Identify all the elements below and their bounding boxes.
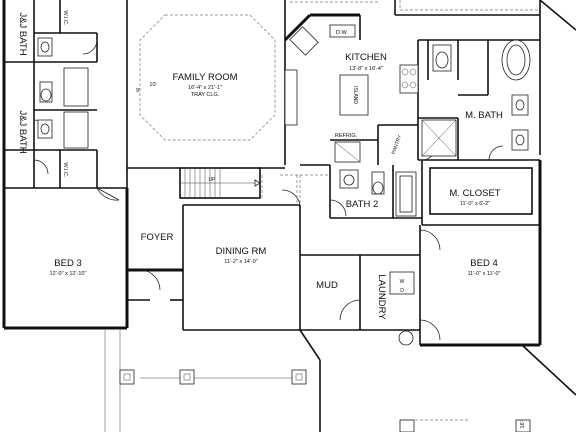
wic-mid-label: W.I.C. [62,163,68,178]
counter-left [284,69,298,126]
porch-column [179,369,195,385]
family-room-name: FAMILY ROOM [172,72,237,83]
staircase [180,168,261,198]
range [399,64,419,94]
family-room-dims: 16'-4" x 21'-1" [188,85,222,91]
room-labels: FAMILY ROOM 16'-4" x 21'-1" TRAY CLG. 9'… [17,11,526,429]
walls [2,0,576,396]
bath-fixtures [37,37,531,346]
stair-up-label: UP [209,177,217,183]
jj-bath-mid-label: J&J BATH [17,110,28,153]
porch-column [291,369,307,385]
bed-3-dims: 12'-0" x 12'-10" [50,271,87,277]
kitchen-fixtures [284,24,419,163]
bed-4-dims: 11'-0" x 11'-0" [467,271,500,277]
refrigerator-label: REFRIG. [335,133,358,139]
dishwasher [329,24,356,38]
bed-3-name: BED 3 [54,258,81,269]
island-counter [339,74,369,116]
edge-dimension-label: 16'- [520,419,526,428]
laundry-name: LAUNDRY [376,274,387,320]
bath-2-name: BATH 2 [346,199,379,210]
ceiling-low-label: 9' [136,88,140,94]
ceiling-high-label: 10' [149,82,156,88]
foyer-name: FOYER [141,232,174,243]
dryer-label: D [400,288,404,294]
dining-room-dims: 11'-2" x 14'-0" [224,259,257,265]
pantry-label: PANTRY [391,134,404,155]
kitchen-dims: 13'-8" x 16'-4" [349,66,383,72]
bed-4-name: BED 4 [470,258,497,269]
family-room-note: TRAY CLG. [191,92,220,98]
kitchen-sink [289,26,319,56]
master-closet-name: M. CLOSET [449,188,500,199]
porch-column [119,369,135,385]
master-closet-dims: 11'-0" x 6'-2" [460,201,490,207]
island-label: ISLAND [352,86,358,104]
door-swings [33,39,504,341]
jj-bath-top-label: J&J BATH [17,12,28,55]
washer-label: W [400,279,405,285]
kitchen-name: KITCHEN [345,52,387,63]
tray-ceiling-lines [139,0,540,205]
wic-top-label: W.I.C. [62,11,68,26]
master-bath-name: M. BATH [465,110,503,121]
mud-room-name: MUD [316,280,338,291]
front-porch [104,329,531,432]
dining-room-name: DINING RM [216,246,267,257]
dishwasher-label: D.W. [336,30,348,36]
